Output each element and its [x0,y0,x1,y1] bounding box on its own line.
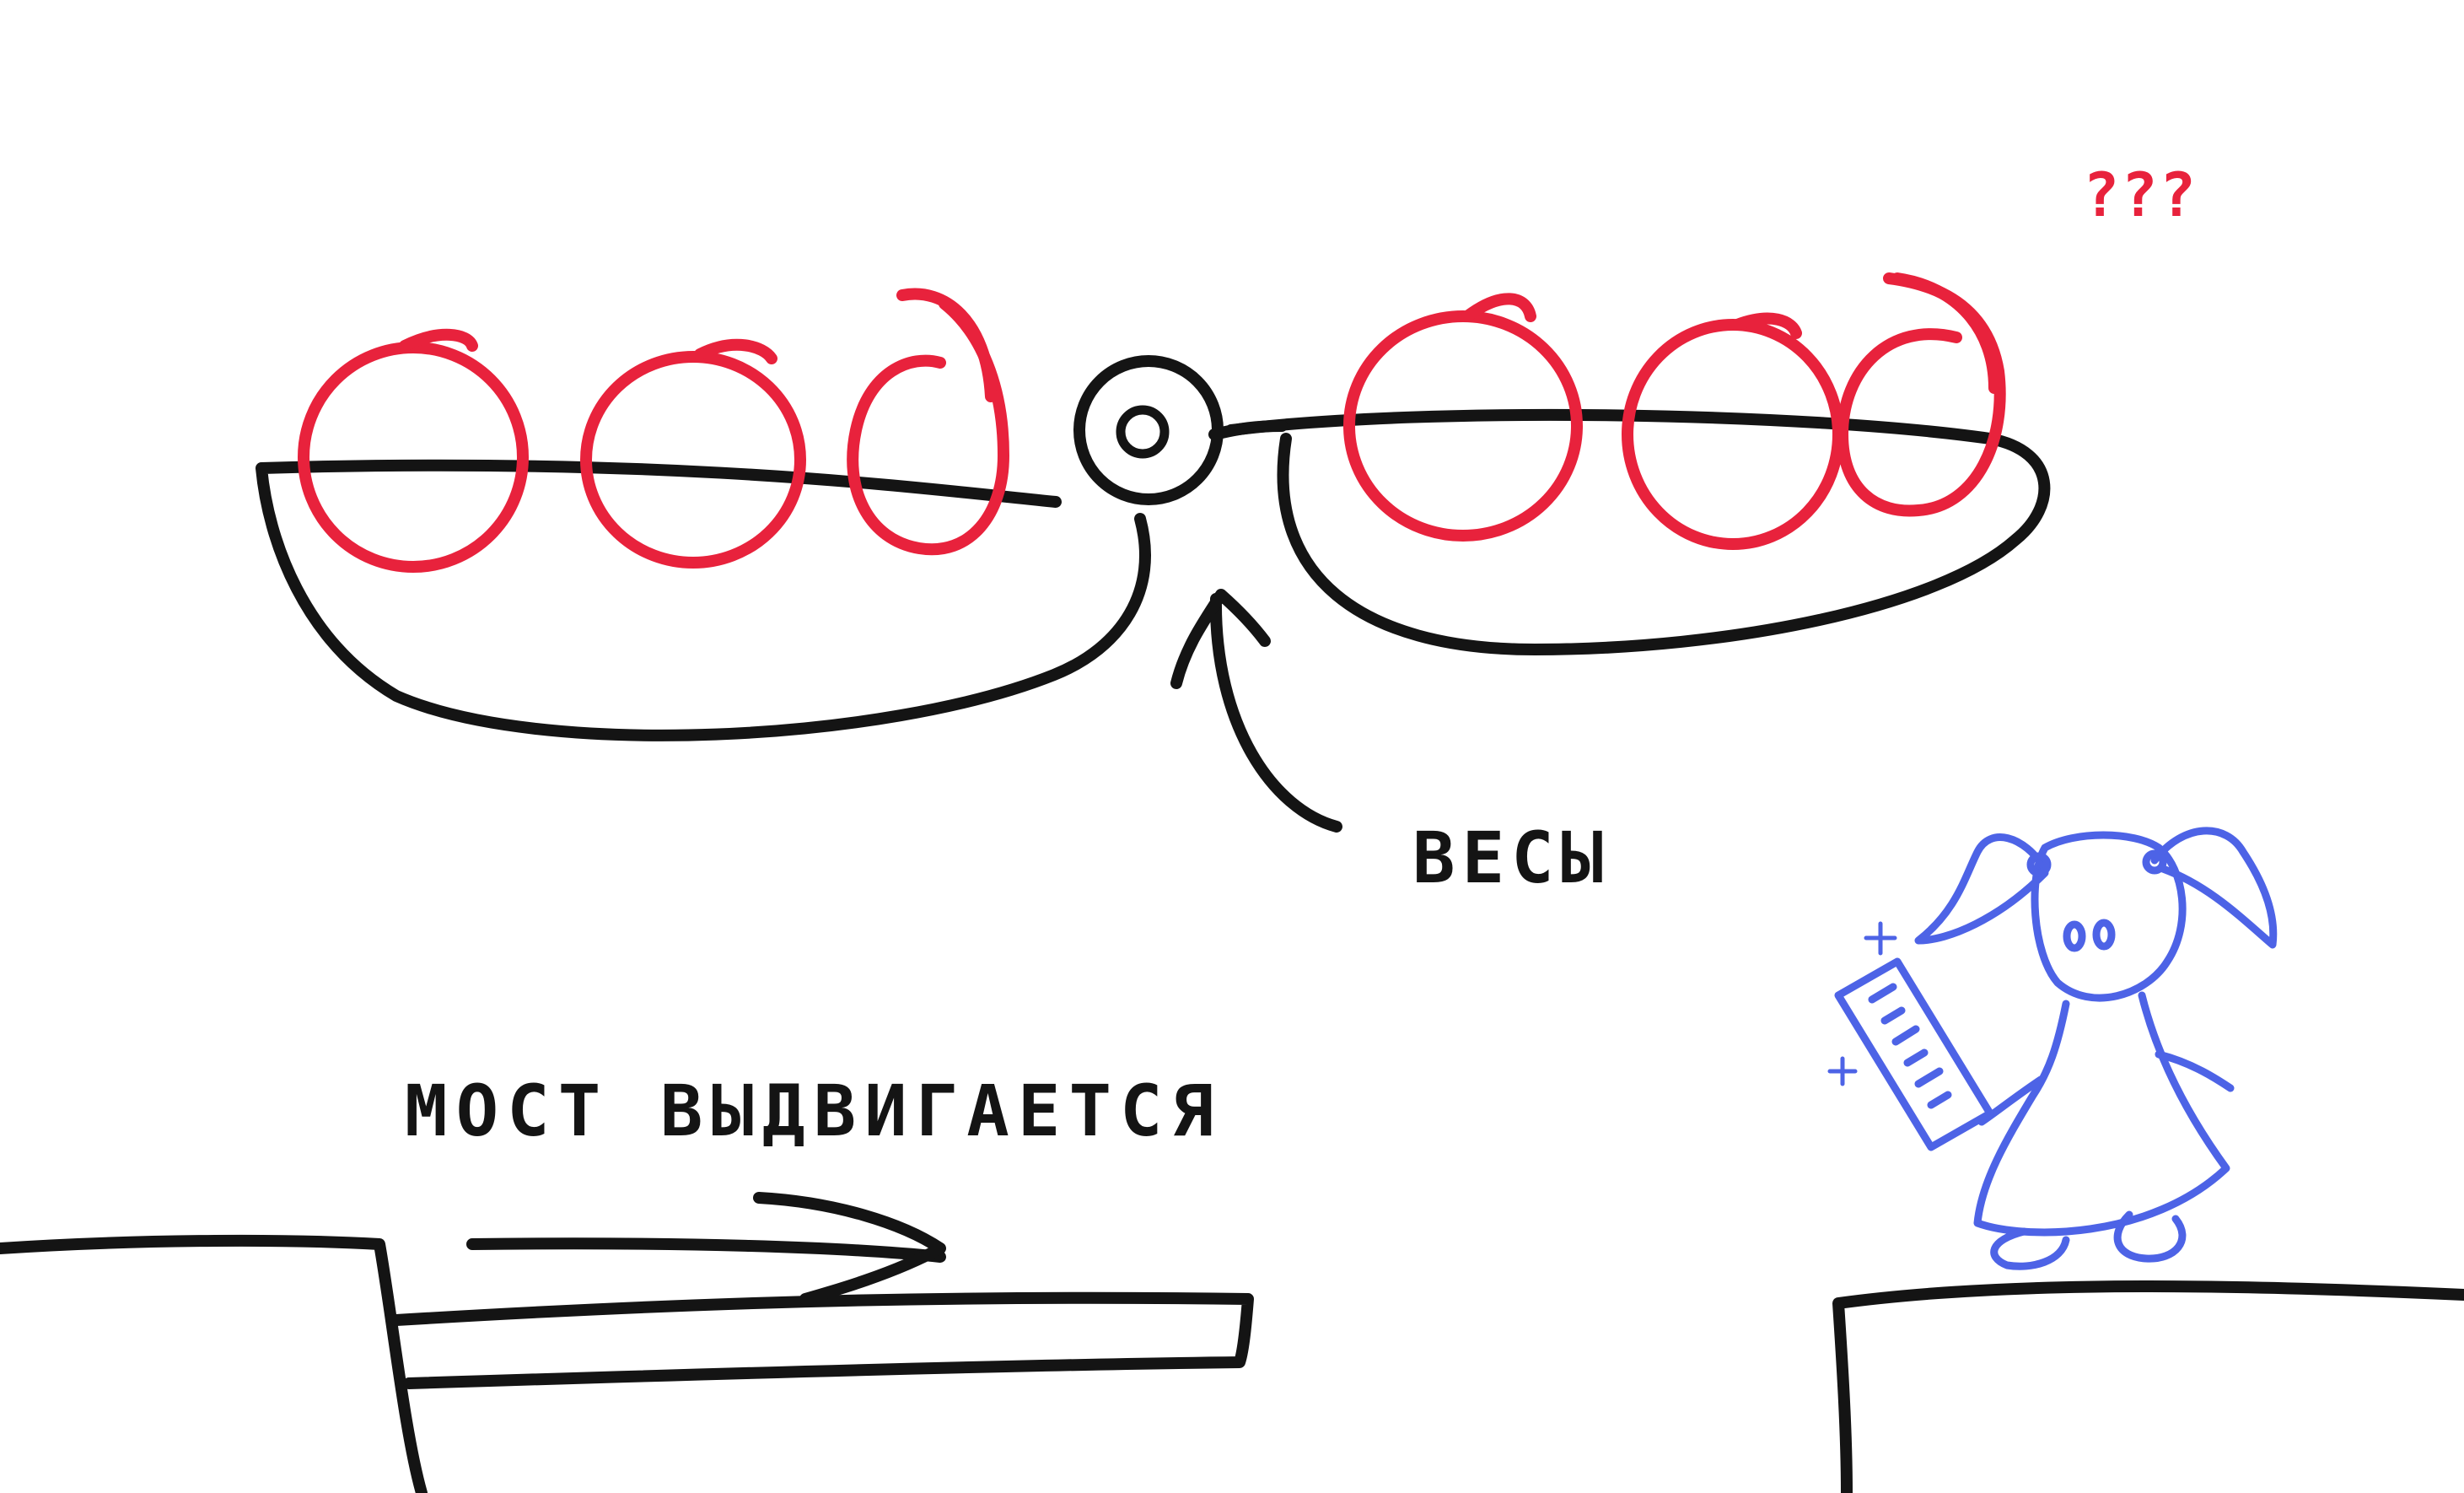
ruler-icon [1834,957,1994,1151]
scales-pointer-arrow [1209,593,1342,833]
extending-bridge [390,1291,1254,1389]
bridge-extends-label: МОСТ ВЫДВИГАЕТСЯ [405,1070,1223,1152]
weight-right-3 [1837,272,2006,517]
scales-label: ВЕСЫ [1412,817,1611,899]
girl-left-eye [2063,920,2086,952]
ruler-ticks [1868,983,1952,1109]
weight-left-1-highlight [399,328,478,352]
girl-left-shoe [1990,1227,2070,1270]
scale-pivot [1073,355,1224,505]
girl-right-eye [2092,919,2116,951]
sparkle-icon-top [1864,921,1897,956]
weight-right-2-highlight [1731,312,1802,339]
weight-right-1-highlight [1461,293,1536,322]
girl-right-arm [2155,1050,2235,1092]
weight-left-2 [580,351,806,569]
left-scale-pan [256,459,1151,741]
right-platform [1832,1280,2464,1493]
girl-head [2031,831,2187,1002]
scales-pointer-arrowhead [1170,589,1271,689]
weight-right-2 [1622,319,1844,550]
weight-left-3 [847,298,1009,556]
sparkle-icon-bottom [1827,1056,1858,1086]
weight-right-3-highlight [1891,272,2000,394]
pivot-link-right [1208,420,1288,440]
bridge-direction-arrow [466,1237,946,1263]
girl-left-pigtail [1914,833,2049,945]
scale-pivot-axle [1116,405,1170,459]
weight-left-2-highlight [694,338,777,364]
weight-left-3-highlight [896,288,997,402]
girl-right-pigtail [2150,827,2278,949]
weights [298,272,2006,573]
weight-right-1 [1343,310,1583,542]
balance-scales [256,355,2051,833]
question-marks-label: ??? [2083,159,2198,230]
girl-figure [1827,827,2278,1270]
left-platform [0,1234,428,1493]
weight-left-1 [298,342,529,573]
girl-dress [1973,991,2230,1237]
girl-hair-tie-right [2142,849,2167,875]
girl-right-shoe [2113,1210,2187,1263]
bridge-scene [0,1192,2464,1493]
girl-hair-tie-left [2026,852,2052,877]
bridge-direction-arrowhead [753,1192,946,1305]
